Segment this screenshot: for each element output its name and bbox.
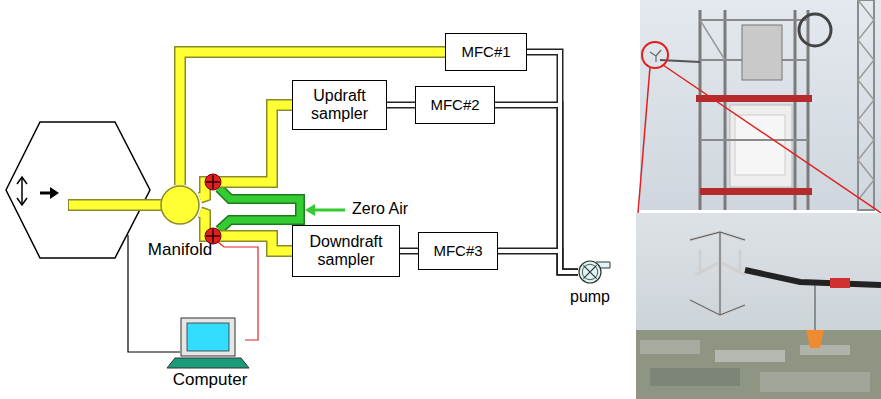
computer-icon-shape — [165, 318, 255, 368]
manifold-junction: Manifold — [160, 185, 200, 225]
node-label: Downdraft sampler — [298, 233, 394, 270]
manifold-circle — [161, 186, 199, 224]
sample-tube — [200, 212, 292, 251]
node-label: MFC#2 — [430, 96, 479, 113]
node-label: MFC#3 — [433, 242, 482, 259]
anemometer-photo — [636, 213, 881, 399]
sampler-box: Updraft sampler — [292, 80, 387, 130]
pump-cross — [583, 265, 596, 278]
flow-tube — [387, 102, 415, 109]
node-label: Computer — [173, 370, 248, 390]
mfc-box: MFC#1 — [445, 33, 527, 71]
zero-air-arrowhead — [305, 204, 315, 216]
connector-fills — [180, 52, 578, 272]
mfc-box: MFC#2 — [415, 86, 495, 124]
node-label: Manifold — [148, 240, 212, 260]
keyboard — [167, 358, 249, 368]
computer-icon: Computer — [165, 318, 255, 368]
zero-air-arrow — [312, 209, 345, 212]
manifold-junction-shape — [160, 185, 200, 225]
connector-outlines — [180, 52, 578, 272]
pump-symbol-shape — [578, 260, 602, 284]
pump-symbol: pump — [578, 260, 602, 284]
sampler-box: Downdraft sampler — [292, 225, 400, 277]
tube-fill — [200, 212, 292, 251]
sample-tube — [180, 52, 445, 185]
node-label: MFC#1 — [461, 43, 510, 60]
tube-fill — [527, 52, 578, 272]
solenoid-valve — [205, 174, 221, 190]
zero-air-line-fill — [219, 188, 300, 230]
mfc-box: MFC#3 — [418, 232, 498, 270]
label-holder: Zero Air — [352, 200, 408, 218]
inlet-tube-fill — [69, 201, 162, 210]
flow-tube — [498, 251, 578, 272]
tube-fill — [200, 105, 292, 198]
pump-rotor — [582, 264, 597, 279]
inlet-tube — [68, 199, 162, 211]
tube-fill — [180, 52, 445, 185]
pump-circle — [579, 261, 601, 283]
node-label: pump — [570, 288, 610, 306]
tube-fill — [387, 103, 415, 107]
screen — [187, 323, 229, 351]
tower-photo — [638, 0, 881, 213]
tube-fill — [400, 249, 418, 253]
tube-fill — [495, 105, 578, 272]
flow-tube — [400, 248, 418, 255]
sample-tube — [200, 105, 292, 198]
flow-tube — [527, 52, 578, 272]
zero-air-line — [219, 188, 300, 230]
flow-label: Zero Air — [352, 200, 408, 218]
tube-fill — [498, 251, 578, 272]
screen-frame — [181, 318, 235, 356]
node-label: Updraft sampler — [298, 87, 381, 124]
flow-tube — [495, 105, 578, 272]
